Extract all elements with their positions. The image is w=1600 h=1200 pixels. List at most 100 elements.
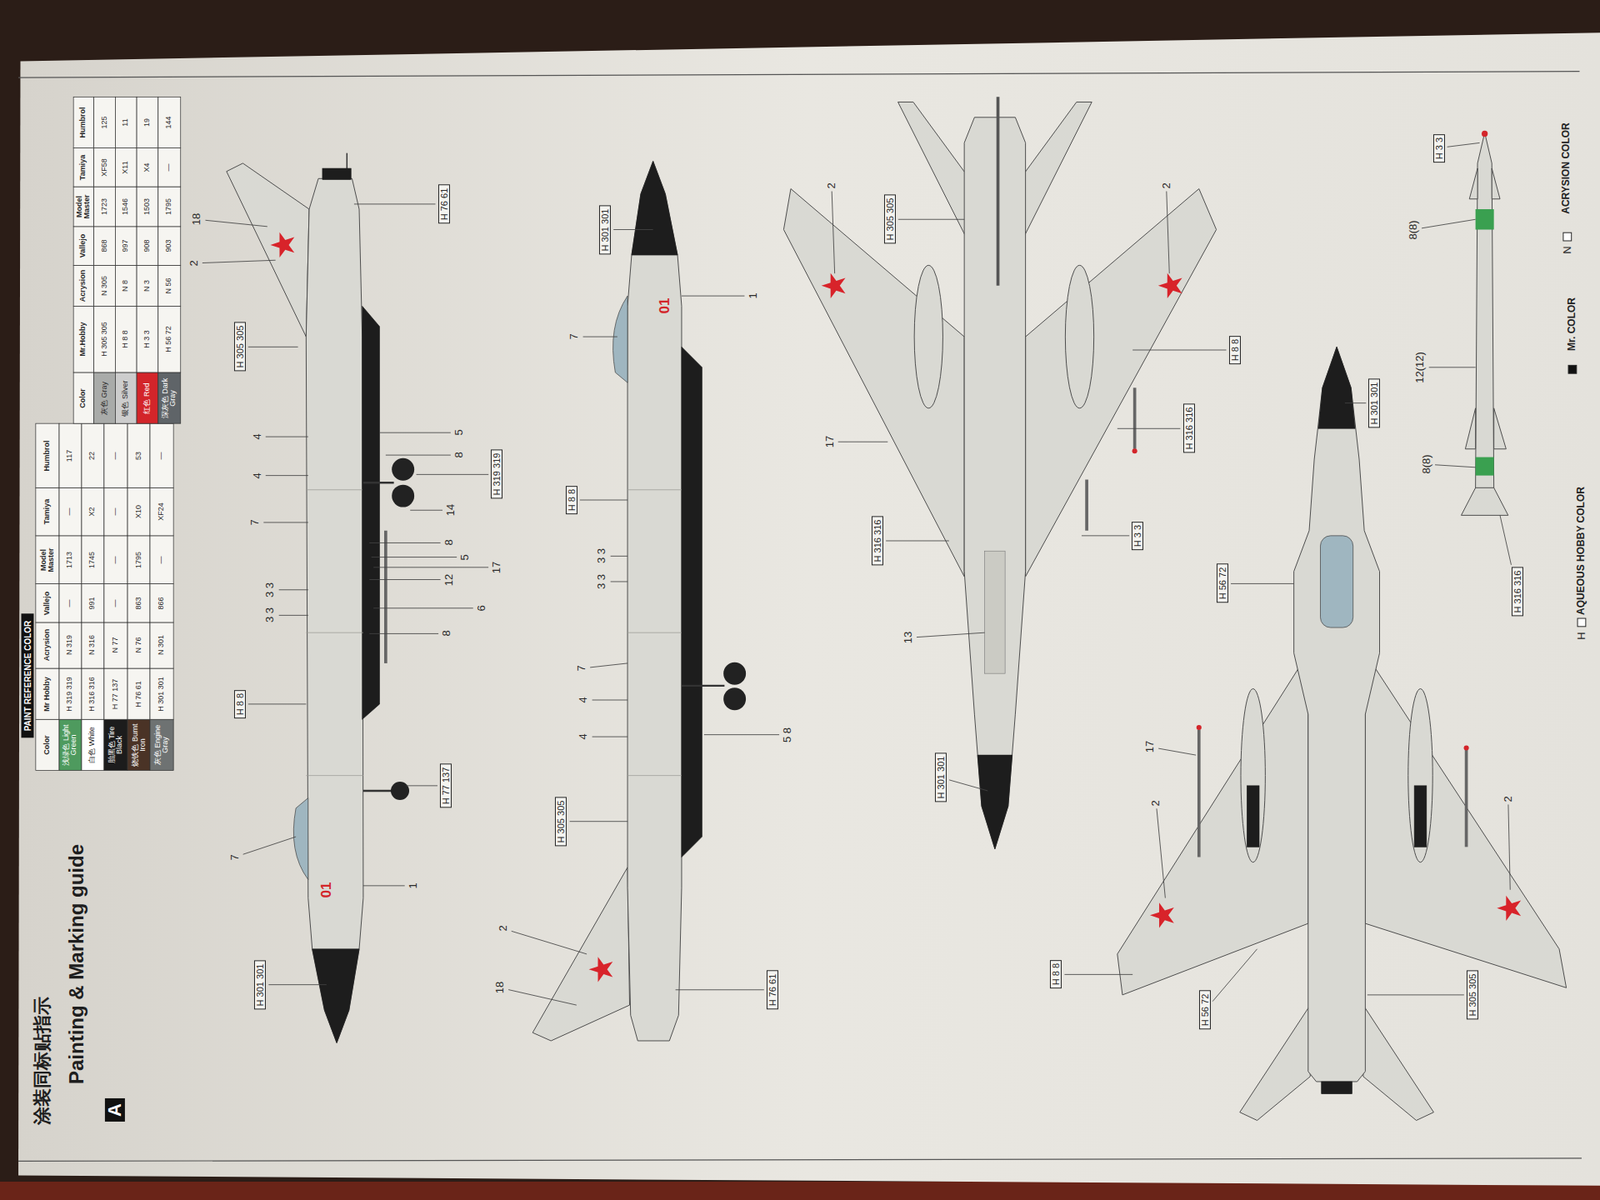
frame-line	[18, 1158, 1582, 1162]
table-cell: X4	[143, 150, 151, 186]
table-cell-box	[81, 668, 105, 720]
leader-line	[675, 989, 765, 990]
top-view	[1117, 346, 1567, 1120]
table-cell: —	[66, 489, 75, 535]
table-cell: 11	[122, 98, 130, 146]
panel-line	[305, 489, 362, 490]
table-cell: H 56 72	[165, 307, 174, 371]
leader-line	[916, 632, 985, 637]
color-code-badge: H 305 305	[234, 322, 246, 372]
table-cell-box	[73, 186, 94, 227]
color-code-badge: H 8 8	[565, 485, 578, 515]
table-cell-box	[158, 96, 181, 148]
table-cell-box	[127, 423, 150, 488]
table-cell-box	[59, 719, 82, 770]
color-code-badge: H 316 316	[1511, 567, 1524, 617]
table-cell-box	[136, 372, 159, 424]
tail-fin	[532, 867, 630, 1041]
table-cell-box	[150, 487, 174, 536]
leader-line	[268, 984, 326, 985]
callout-number: N	[1561, 245, 1574, 254]
gear-strut	[681, 685, 725, 687]
leader-line	[380, 432, 451, 434]
leader-line	[1421, 219, 1476, 229]
leader-line	[590, 663, 628, 668]
color-code-badge: H 76 61	[438, 185, 450, 225]
table-cell: N 77	[111, 624, 120, 667]
missile-tip	[1132, 448, 1138, 454]
legend-label: AQUEOUS HOBBY COLOR	[1575, 486, 1587, 615]
leader-line	[592, 736, 628, 738]
leader-line	[410, 510, 443, 511]
drop-tank	[1065, 265, 1094, 408]
leader-line	[838, 441, 889, 443]
canopy	[293, 798, 308, 880]
leader-line	[265, 475, 309, 476]
callout-number: 8	[453, 451, 465, 458]
table-cell: 深灰色 Dark Gray	[161, 374, 178, 422]
callout-number: 18	[494, 981, 506, 994]
callout-number: 6	[475, 605, 488, 611]
exhaust	[1321, 1081, 1353, 1095]
leader-line	[265, 436, 309, 438]
table-cell-box	[127, 719, 150, 770]
table-cell-box	[127, 583, 150, 623]
table-cell-box	[150, 622, 174, 669]
leader-line	[373, 566, 489, 568]
wing	[681, 346, 702, 857]
table-cell: N 319	[66, 624, 75, 667]
table-cell-box	[104, 535, 128, 585]
panel-line	[305, 775, 364, 776]
leader-line	[1447, 142, 1480, 147]
table-heading: PAINT REFERENCE COLOR	[21, 613, 35, 738]
callout-number: 17	[823, 435, 835, 448]
table-header: Mr Hobby	[43, 670, 51, 718]
table-cell: 866	[157, 585, 165, 621]
table-cell: 991	[89, 585, 97, 621]
color-code-badge: H 319 319	[490, 450, 503, 500]
red-star	[270, 232, 295, 258]
leader-line	[511, 930, 587, 955]
table-cell: H 76 61	[135, 670, 143, 718]
table-cell: N 316	[89, 624, 97, 667]
radome	[1318, 346, 1355, 429]
table-cell-box	[73, 148, 94, 188]
frame-line	[18, 71, 1580, 78]
table-cloth	[0, 1181, 1600, 1200]
leader-line	[371, 556, 457, 558]
leader-line	[363, 885, 405, 886]
legend-label: ACRYSION COLOR	[1560, 122, 1572, 215]
table-cell-box	[136, 148, 159, 188]
leader-line	[613, 229, 653, 230]
red-star	[1150, 902, 1175, 928]
missile-fin	[1494, 408, 1507, 450]
wing	[362, 305, 380, 720]
section-letter: A	[105, 1098, 125, 1122]
table-cell-box	[81, 487, 105, 536]
leader-line	[1429, 366, 1476, 368]
aircraft-number: 01	[318, 881, 335, 898]
table-cell: X11	[122, 150, 130, 186]
ventral-fin	[996, 96, 1000, 286]
drop-tank	[1408, 689, 1433, 863]
missile	[1465, 750, 1469, 847]
leader-line	[373, 607, 474, 609]
table-cell-box	[81, 535, 105, 585]
green-band	[1475, 209, 1495, 230]
missile-tip	[1481, 130, 1488, 137]
missile-tip	[1464, 745, 1470, 750]
table-cell: 144	[165, 98, 174, 146]
leader-line	[405, 785, 438, 786]
missile-tip	[1196, 725, 1202, 730]
table-cell: H 305 305	[100, 307, 109, 371]
callout-number: 1	[407, 882, 420, 889]
leader-line	[949, 780, 988, 791]
missile-body	[1475, 132, 1495, 490]
leader-line	[248, 703, 306, 705]
leader-line	[704, 734, 780, 735]
wing	[1025, 189, 1217, 577]
table-cell: —	[111, 537, 120, 583]
